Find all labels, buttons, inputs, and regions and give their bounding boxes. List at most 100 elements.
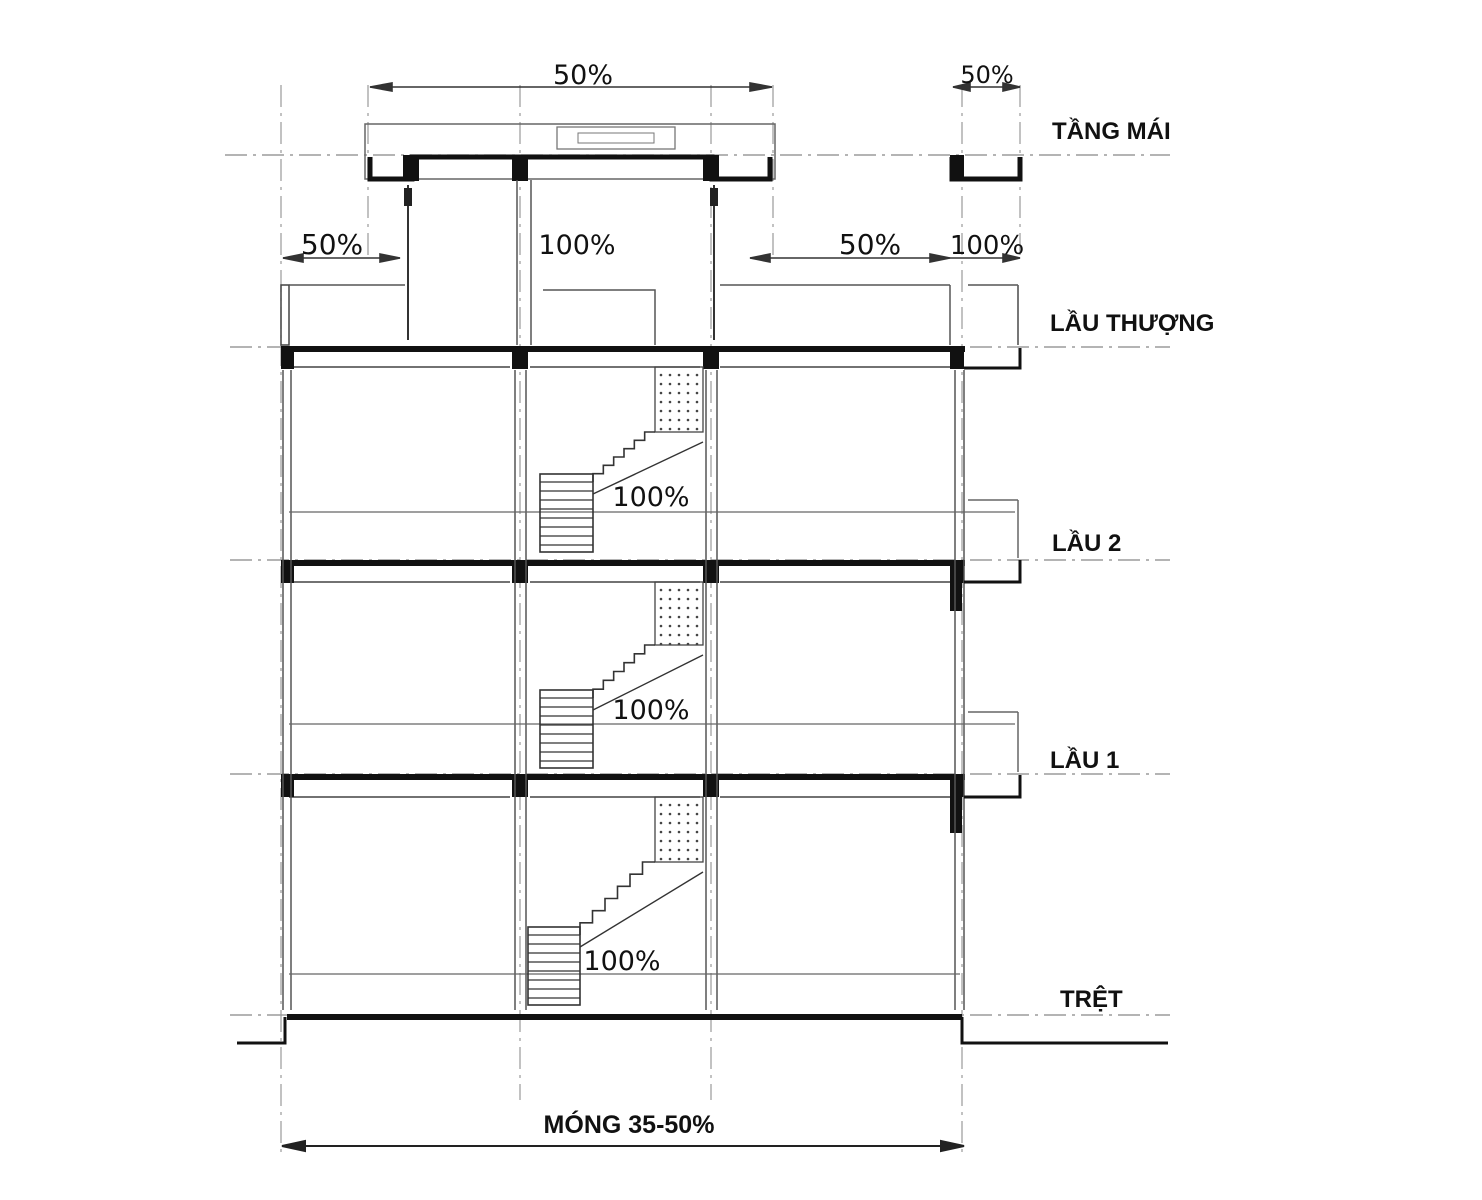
- landing-dot: [668, 830, 672, 834]
- landing-dot: [695, 382, 699, 386]
- landing-dot: [686, 427, 690, 431]
- landing-dot: [668, 642, 672, 646]
- landing-dot: [686, 400, 690, 404]
- landing-dot: [668, 597, 672, 601]
- landing-dot: [668, 373, 672, 377]
- landing-dot: [668, 839, 672, 843]
- label-roof: TẦNG MÁI: [1052, 117, 1171, 145]
- landing-dot: [668, 400, 672, 404]
- landing-dot: [668, 821, 672, 825]
- landing-dot: [695, 427, 699, 431]
- pct-ground-stair: 100%: [583, 946, 660, 977]
- landing-dot: [668, 606, 672, 610]
- landing-dot: [659, 382, 663, 386]
- landing-dot: [686, 391, 690, 395]
- landing-dot: [677, 624, 681, 628]
- landing-dot: [695, 597, 699, 601]
- stair-stringer-1: [592, 654, 704, 711]
- landing-dot: [677, 803, 681, 807]
- landing-dot: [686, 615, 690, 619]
- landing-dot: [677, 848, 681, 852]
- stair-stringer-0: [592, 441, 704, 495]
- landing-dot: [677, 588, 681, 592]
- landing-dot: [695, 812, 699, 816]
- stair-flight-lower-2: [527, 926, 581, 1006]
- landing-dot: [659, 418, 663, 422]
- landing-dot: [677, 615, 681, 619]
- stair-flight-lower-0: [539, 473, 594, 553]
- landing-dot: [695, 606, 699, 610]
- landing-dot: [695, 848, 699, 852]
- stair-flight-upper-0: [592, 431, 655, 482]
- landing-dot: [659, 848, 663, 852]
- landing-dot: [677, 391, 681, 395]
- label-ground: TRỆT: [1060, 985, 1123, 1013]
- landing-dot: [695, 391, 699, 395]
- pct-rooftop-left: 50%: [301, 228, 363, 261]
- landing-dot: [668, 588, 672, 592]
- staircases: [527, 366, 704, 1006]
- landing-dot: [686, 642, 690, 646]
- landing-dot: [695, 830, 699, 834]
- landing-dot: [695, 373, 699, 377]
- landing-dot: [686, 409, 690, 413]
- pct-floor2-stair: 100%: [612, 482, 689, 513]
- landing-dot: [686, 839, 690, 843]
- landing-dot: [686, 373, 690, 377]
- landing-dot: [677, 382, 681, 386]
- landing-dot: [677, 373, 681, 377]
- landing-dot: [686, 633, 690, 637]
- label-floor1: LẦU 1: [1050, 746, 1119, 774]
- landing-dot: [659, 400, 663, 404]
- landing-dot: [686, 821, 690, 825]
- slab-undersides: [289, 366, 950, 798]
- landing-dot: [668, 857, 672, 861]
- room-dimension-lines: [289, 511, 1015, 975]
- landing-dot: [695, 839, 699, 843]
- pct-rooftop-center: 100%: [538, 230, 615, 261]
- landing-dot: [659, 812, 663, 816]
- landing-dot: [668, 382, 672, 386]
- landing-dot: [659, 409, 663, 413]
- stair-flight-upper-1: [592, 644, 655, 698]
- landing-dot: [677, 633, 681, 637]
- landing-dot: [695, 624, 699, 628]
- landing-dot: [677, 606, 681, 610]
- landing-dot: [686, 418, 690, 422]
- balconies: [964, 348, 1022, 799]
- landing-dot: [677, 597, 681, 601]
- pct-roof-center: 50%: [553, 60, 613, 91]
- top-dimension-lines: [282, 81, 1021, 264]
- landing-dot: [686, 803, 690, 807]
- landing-dot: [695, 400, 699, 404]
- pct-floor1-stair: 100%: [612, 695, 689, 726]
- stair-landing-2: [654, 796, 704, 863]
- landing-dot: [659, 427, 663, 431]
- landing-dot: [677, 839, 681, 843]
- landing-dot: [695, 588, 699, 592]
- landing-dot: [695, 857, 699, 861]
- landing-dot: [695, 615, 699, 619]
- level-lines: [225, 154, 1170, 1016]
- ground-line: [237, 1017, 1168, 1045]
- landing-dot: [677, 812, 681, 816]
- landing-dot: [677, 427, 681, 431]
- landing-dot: [695, 409, 699, 413]
- label-floor2: LẦU 2: [1052, 529, 1121, 557]
- landing-dot: [668, 615, 672, 619]
- landing-dot: [668, 848, 672, 852]
- landing-dot: [677, 830, 681, 834]
- landing-dot: [677, 821, 681, 825]
- landing-dot: [659, 373, 663, 377]
- landing-dot: [686, 606, 690, 610]
- landing-dot: [695, 642, 699, 646]
- landing-dot: [659, 803, 663, 807]
- stair-stringer-2: [579, 871, 704, 948]
- landing-dot: [659, 633, 663, 637]
- landing-dot: [677, 409, 681, 413]
- stair-landing-0: [654, 366, 704, 433]
- landing-dot: [659, 588, 663, 592]
- beams: [281, 349, 964, 833]
- landing-dot: [686, 624, 690, 628]
